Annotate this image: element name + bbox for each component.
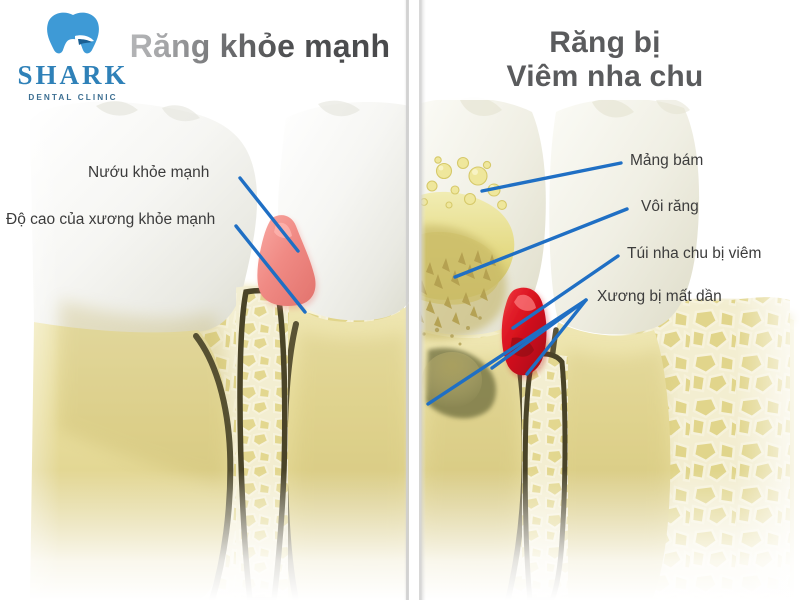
leader-line-plaque (480, 161, 623, 193)
tooth-icon (47, 12, 99, 54)
shark-dental-logo: SHARK DENTAL CLINIC (14, 12, 132, 102)
leader-line-tartar (453, 207, 629, 279)
tartar-calculus-deposit (416, 225, 507, 346)
label-bone-loss: Xương bị mất dần (597, 288, 722, 305)
title-periodontitis-line1: Răng bị (549, 26, 661, 59)
leader-line-healthy-gum (238, 176, 300, 253)
leader-lines (234, 161, 629, 406)
title-periodontitis: Răng bị Viêm nha chu (440, 26, 770, 94)
healthy-side-artwork (0, 90, 410, 600)
label-healthy-gum: Nướu khỏe mạnh (88, 164, 210, 181)
label-tartar: Vôi răng (641, 198, 699, 215)
brand-tagline: DENTAL CLINIC (28, 93, 118, 102)
center-divider (404, 0, 426, 600)
label-inflamed-pocket: Túi nha chu bị viêm (627, 245, 762, 262)
brand-name: SHARK (17, 60, 129, 90)
title-periodontitis-line2: Viêm nha chu (506, 60, 704, 94)
diseased-side-artwork (414, 90, 800, 600)
leader-line-bone-loss-c (490, 298, 588, 370)
leader-line-bone-height (234, 224, 307, 314)
leader-line-pocket (511, 254, 620, 330)
label-healthy-bone-height: Độ cao của xương khỏe mạnh (6, 211, 216, 228)
title-healthy-tooth: Răng khỏe mạnh (120, 28, 400, 64)
label-plaque: Mảng bám (630, 152, 704, 169)
leader-line-bone-loss-b (525, 298, 588, 376)
